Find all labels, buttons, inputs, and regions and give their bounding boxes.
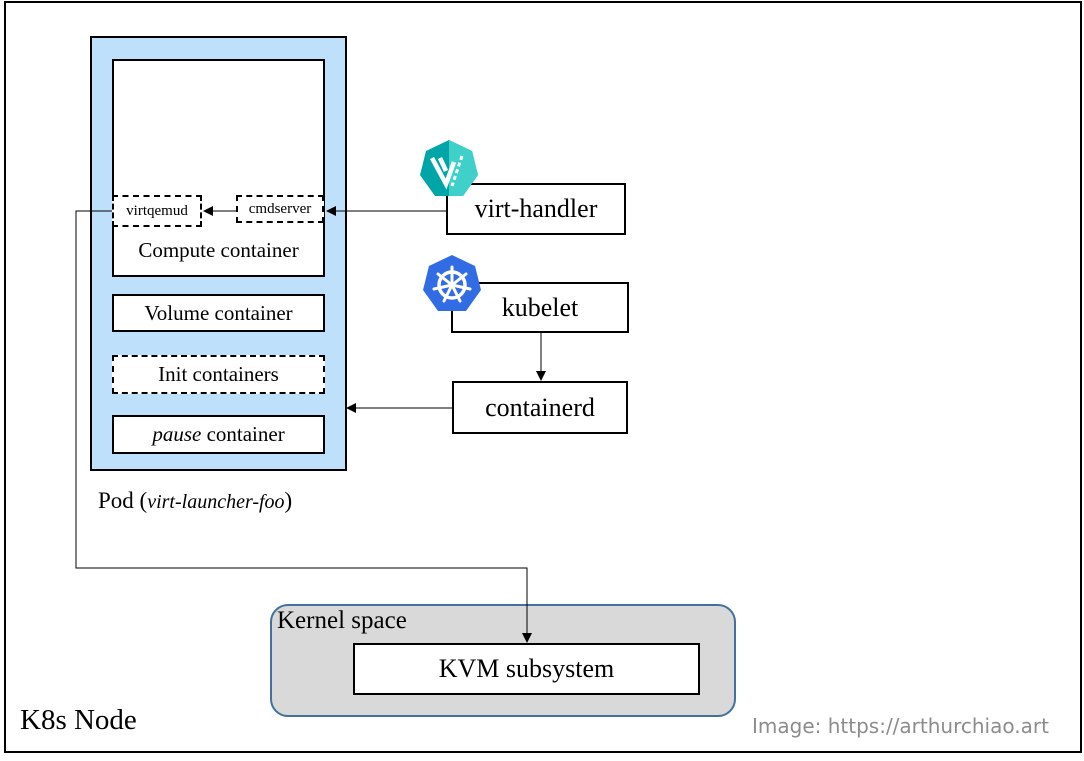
pause-container-label: pause container xyxy=(152,422,285,446)
image-credit: Image: https://arthurchiao.art xyxy=(752,714,1049,738)
init-containers: Init containers xyxy=(112,355,325,394)
volume-container-label: Volume container xyxy=(144,300,293,325)
k8s-node-frame xyxy=(4,1,1082,753)
cmdserver-box: cmdserver xyxy=(236,195,324,223)
init-containers-label: Init containers xyxy=(158,362,279,386)
compute-container-label: Compute container xyxy=(138,238,299,262)
kvm-subsystem-box: KVM subsystem xyxy=(353,643,700,695)
virtqemud-box: virtqemud xyxy=(112,195,202,227)
kernel-space-label: Kernel space xyxy=(277,607,407,634)
cmdserver-label: cmdserver xyxy=(248,200,312,217)
kubernetes-logo-icon xyxy=(421,253,483,315)
compute-container: Compute container xyxy=(112,59,325,277)
pod-label: Pod (virt-launcher-foo) xyxy=(98,488,293,513)
containerd-label: containerd xyxy=(485,392,595,422)
kubevirt-logo-icon xyxy=(418,138,480,200)
virt-handler-label: virt-handler xyxy=(474,194,598,223)
k8s-node-label: K8s Node xyxy=(20,704,137,736)
kvm-subsystem-label: KVM subsystem xyxy=(438,654,615,683)
pause-container: pause container xyxy=(112,415,325,454)
virtqemud-label: virtqemud xyxy=(126,202,188,219)
kubelet-label: kubelet xyxy=(501,292,579,322)
containerd-box: containerd xyxy=(452,381,628,434)
volume-container: Volume container xyxy=(112,294,325,332)
